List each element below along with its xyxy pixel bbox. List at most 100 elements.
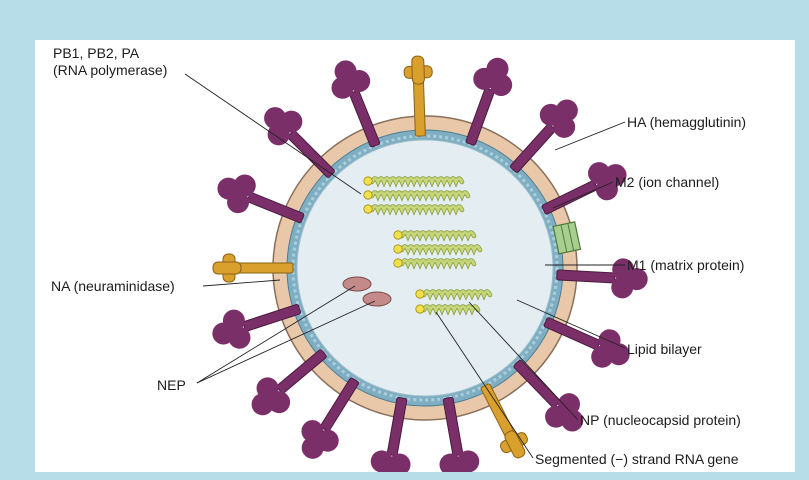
ha-head-lobe — [604, 164, 627, 187]
ha-head-lobe — [561, 409, 584, 432]
ha-spike-icon — [251, 349, 327, 416]
na-spike-icon — [403, 55, 433, 137]
influenza-virus-diagram — [184, 55, 648, 472]
na-head-stem — [504, 430, 526, 459]
ha-spike-icon — [541, 162, 627, 215]
ha-spike-icon — [212, 304, 301, 349]
ha-spike-icon — [509, 99, 578, 173]
ha-head-lobe — [607, 343, 630, 366]
polymerase-dot-icon — [415, 304, 425, 314]
ha-head-lobe — [450, 465, 473, 472]
leader-line — [468, 301, 579, 421]
spike-stalk — [242, 304, 301, 332]
ha-spike-icon — [331, 60, 381, 148]
ha-spike-icon — [439, 396, 480, 472]
label-lipid-bilayer: Lipid bilayer — [627, 341, 702, 357]
leader-line — [202, 279, 281, 287]
label-polymerase-line1: PB1, PB2, PA — [53, 45, 140, 61]
spike-stalk — [349, 90, 381, 148]
ha-head-lobe — [625, 268, 648, 291]
leader-line — [184, 73, 362, 195]
diagram-panel: PB1, PB2, PA (RNA polymerase) HA (hemagg… — [35, 40, 795, 472]
na-head-stem — [212, 261, 242, 275]
ha-spike-icon — [556, 258, 648, 299]
spike-stalk — [513, 359, 561, 408]
leader-line — [516, 299, 626, 349]
polymerase-dot-icon — [393, 244, 403, 254]
ha-head-lobe — [553, 115, 576, 138]
polymerase-dot-icon — [393, 230, 403, 240]
ha-head-lobe — [264, 107, 287, 130]
ha-spike-icon — [264, 107, 335, 178]
ha-head-lobe — [486, 57, 509, 80]
ha-head-lobe — [334, 60, 357, 83]
leader-line — [196, 300, 376, 384]
ha-spike-icon — [543, 317, 630, 368]
m2-channel-body — [552, 221, 582, 255]
nep-icon — [362, 291, 392, 307]
spike-stalk — [465, 87, 495, 146]
rna-segment-highlight — [400, 231, 476, 240]
polymerase-dot-icon — [415, 289, 425, 299]
polymerase-dot-icon — [363, 204, 373, 214]
label-polymerase-line2: (RNA polymerase) — [53, 62, 168, 78]
spike-stalk — [556, 269, 616, 284]
ha-spike-icon — [301, 377, 360, 459]
leader-line — [554, 121, 626, 151]
ha-head-lobe — [377, 465, 400, 472]
ha-spike-icon — [370, 396, 411, 472]
ha-head-lobe — [301, 436, 324, 459]
rna-segment-highlight — [422, 290, 492, 299]
ha-head-lobe — [301, 420, 324, 443]
rna-segment-highlight — [370, 177, 464, 186]
ha-head-lobe — [591, 345, 614, 368]
virion-interior — [296, 139, 554, 397]
rna-segment-highlight — [400, 245, 482, 254]
ha-head-lobe — [331, 76, 354, 99]
ha-spike-icon — [513, 359, 584, 432]
na-spike-icon — [480, 383, 528, 459]
ha-spike-icon — [465, 57, 513, 146]
spike-stalk — [386, 396, 408, 457]
label-m2: M2 (ion channel) — [615, 174, 720, 190]
label-m1: M1 (matrix protein) — [627, 257, 745, 273]
label-rna: Segmented (−) strand RNA gene — [535, 451, 739, 467]
ha-head-lobe — [212, 322, 235, 345]
label-ha: HA (hemagglutinin) — [627, 114, 747, 130]
polymerase-dot-icon — [393, 258, 403, 268]
spike-stalk — [509, 123, 556, 173]
spike-stalk — [234, 262, 294, 274]
spike-stalk — [541, 180, 598, 215]
spike-stalk — [320, 377, 360, 432]
label-np: NP (nucleocapsid protein) — [580, 412, 741, 428]
polymerase-dot-icon — [363, 190, 373, 200]
rna-segment-highlight — [422, 305, 480, 314]
leader-line — [196, 285, 356, 384]
m2-stripe — [567, 223, 575, 251]
leader-line — [435, 311, 534, 459]
leader-lines — [184, 73, 626, 459]
m2-channel-icon — [552, 221, 582, 255]
nep-icon — [342, 276, 372, 292]
na-spike-icon — [212, 253, 294, 283]
spike-stalk — [276, 349, 327, 394]
spike-stalk — [442, 396, 464, 457]
spike-stalk — [412, 77, 426, 137]
leader-line — [552, 181, 614, 209]
label-na: NA (neuraminidase) — [51, 278, 175, 294]
ha-head-lobe — [233, 174, 256, 197]
ha-head-lobe — [251, 393, 274, 416]
rna-segment-highlight — [370, 205, 464, 214]
virion — [212, 55, 648, 472]
rna-segment-highlight — [400, 259, 476, 268]
ha-spike-icon — [217, 174, 305, 224]
polymerase-dot-icon — [363, 176, 373, 186]
ha-head-lobe — [217, 177, 240, 200]
m2-stripe — [560, 224, 568, 253]
rna-segment-highlight — [370, 191, 470, 200]
spike-stalk — [247, 192, 305, 224]
spike-stalk — [543, 317, 601, 350]
label-nep: NEP — [157, 377, 186, 393]
na-head-stem — [411, 55, 425, 85]
ha-head-lobe — [555, 99, 578, 122]
